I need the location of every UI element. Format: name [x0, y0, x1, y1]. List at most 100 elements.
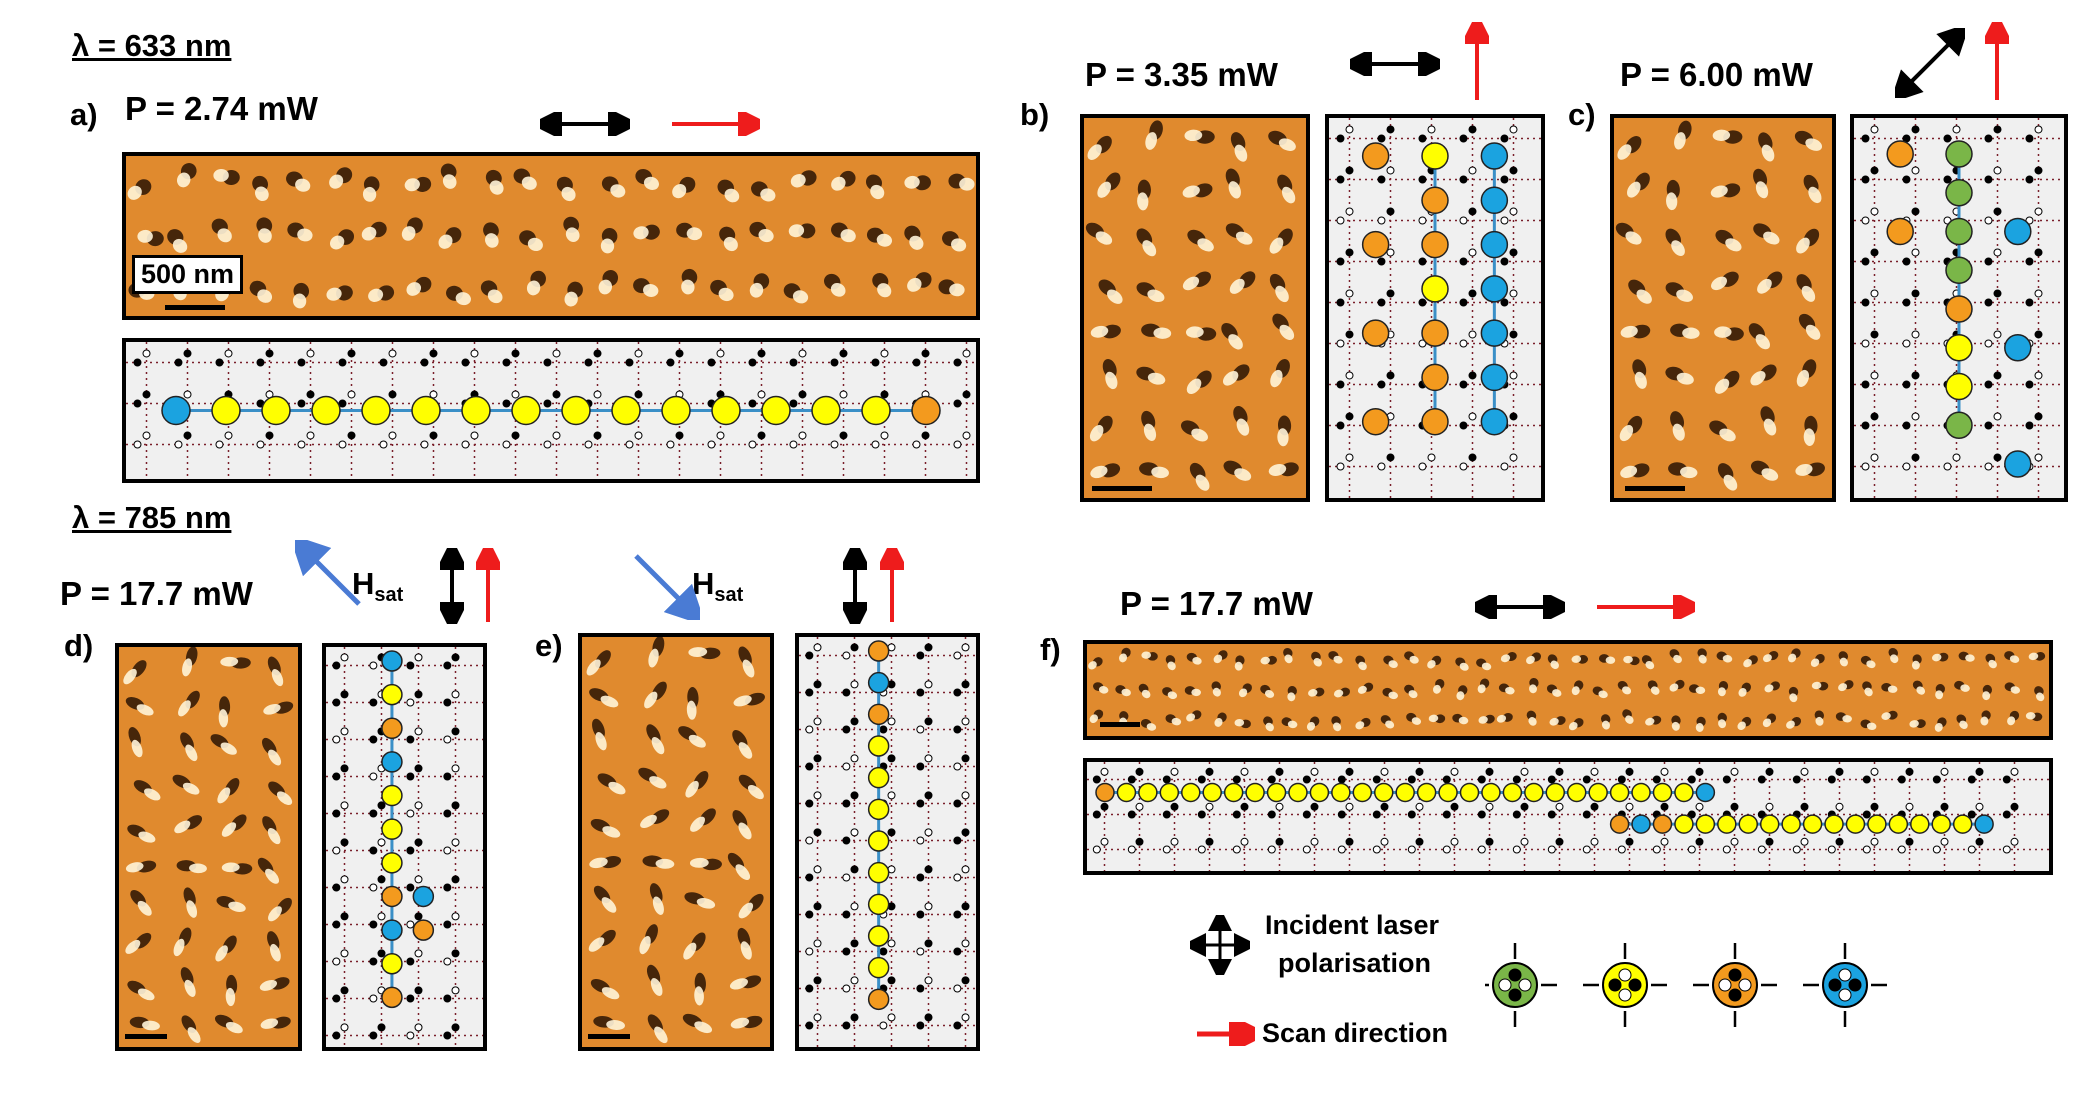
- lattice-node: [916, 799, 925, 808]
- afm-bright-spot: [904, 175, 920, 189]
- afm-bright-spot: [1529, 684, 1537, 694]
- lattice-node: [406, 957, 415, 966]
- afm-bright-spot: [1427, 660, 1436, 669]
- afm-bright-spot: [1409, 655, 1419, 664]
- lattice-node: [1310, 802, 1319, 811]
- lattice-node: [1722, 845, 1731, 854]
- lattice-node: [805, 651, 814, 660]
- afm-bright-spot: [258, 228, 272, 243]
- lattice-node: [880, 390, 889, 399]
- afm-bright-spot: [1805, 138, 1823, 151]
- afm-bright-spot: [601, 987, 620, 1000]
- afm-bright-spot: [688, 647, 708, 657]
- lattice-node: [1205, 802, 1214, 811]
- lattice-node: [1386, 371, 1395, 380]
- afm-bright-spot: [1268, 463, 1287, 476]
- afm-bright-spot: [1358, 661, 1367, 671]
- afm-bright-spot: [688, 734, 706, 748]
- lattice-node: [1902, 298, 1911, 307]
- lattice-node: [1468, 207, 1477, 216]
- afm-bright-spot: [1182, 276, 1200, 291]
- lattice-node: [961, 1013, 970, 1022]
- vertex-yellow: [411, 395, 441, 426]
- lattice-node: [443, 661, 452, 670]
- lattice-node: [1792, 845, 1801, 854]
- afm-bright-spot: [123, 668, 137, 685]
- lattice-node: [850, 1013, 859, 1022]
- lattice-node: [1427, 125, 1436, 134]
- lattice-node: [406, 735, 415, 744]
- afm-bright-spot: [1605, 656, 1616, 664]
- vertex-orange: [1609, 814, 1630, 834]
- lattice-node: [340, 801, 349, 810]
- afm-bright-spot: [1265, 722, 1274, 732]
- lattice-node: [961, 828, 970, 837]
- afm-bright-spot: [1805, 324, 1821, 340]
- afm-bright-spot: [329, 174, 344, 189]
- vertex-orange: [1652, 814, 1673, 834]
- lattice-node: [1345, 289, 1354, 298]
- lattice-node: [1660, 837, 1669, 846]
- lattice-node: [1902, 462, 1911, 471]
- lattice-node: [1450, 837, 1459, 846]
- lattice-node: [2034, 453, 2043, 462]
- lattice-node: [1652, 775, 1661, 784]
- lattice-node: [1407, 810, 1416, 819]
- afm-bright-spot: [600, 695, 619, 708]
- lattice-node: [451, 912, 460, 921]
- vertex-yellow: [1952, 814, 1973, 834]
- afm-bright-spot: [1197, 238, 1214, 252]
- lattice-node: [297, 440, 306, 449]
- afm-bright-spot: [1433, 684, 1442, 694]
- afm-bright-spot: [1428, 714, 1439, 723]
- vertex-yellow: [1352, 782, 1373, 803]
- vertex-yellow: [361, 395, 391, 426]
- lattice-node: [1940, 802, 1949, 811]
- lattice-node: [2034, 125, 2043, 134]
- lattice-node: [1730, 802, 1739, 811]
- lattice-node: [1975, 802, 1984, 811]
- lattice-node: [748, 440, 757, 449]
- panel-f-polarisation-arrow: [1475, 595, 1565, 619]
- lattice-node: [1450, 767, 1459, 776]
- afm-bright-spot: [681, 279, 695, 295]
- lattice-node: [1911, 125, 1920, 134]
- vertex-orange: [867, 640, 890, 662]
- afm-bright-spot: [649, 776, 667, 789]
- afm-bright-spot: [1235, 231, 1253, 245]
- lattice-node: [798, 390, 807, 399]
- lattice-node: [1418, 257, 1427, 266]
- lattice-node: [953, 399, 962, 408]
- panel-b-scale-bar: [1092, 486, 1152, 491]
- lattice-node: [634, 390, 643, 399]
- lattice-node: [1509, 125, 1518, 134]
- afm-bright-spot: [1750, 371, 1766, 386]
- afm-bright-spot: [1107, 289, 1123, 304]
- afm-bright-spot: [1672, 423, 1685, 441]
- afm-bright-spot: [733, 695, 752, 707]
- afm-bright-spot: [1500, 654, 1511, 663]
- lattice-node: [1993, 453, 2002, 462]
- afm-bright-spot: [1481, 662, 1492, 671]
- lattice-node: [1336, 298, 1345, 307]
- lattice-node: [1407, 845, 1416, 854]
- afm-bright-spot: [1186, 378, 1202, 394]
- afm-bright-spot: [292, 293, 307, 309]
- afm-bright-spot: [1118, 653, 1128, 663]
- afm-bright-spot: [1960, 684, 1970, 692]
- lattice-node: [805, 799, 814, 808]
- afm-bright-spot: [1090, 465, 1108, 479]
- afm-bright-spot: [735, 864, 751, 880]
- lattice-node: [451, 1023, 460, 1032]
- vertex-yellow: [1481, 782, 1501, 803]
- vertex-yellow: [1421, 142, 1449, 170]
- lattice-node: [1730, 837, 1739, 846]
- lattice-node: [1372, 845, 1381, 854]
- afm-bright-spot: [1287, 720, 1298, 729]
- lattice-node: [1940, 837, 1949, 846]
- lattice-node: [1547, 810, 1556, 819]
- lattice-node: [1459, 257, 1468, 266]
- lattice-node: [1827, 845, 1836, 854]
- lattice-node: [1695, 837, 1704, 846]
- vertex-orange: [1421, 186, 1449, 215]
